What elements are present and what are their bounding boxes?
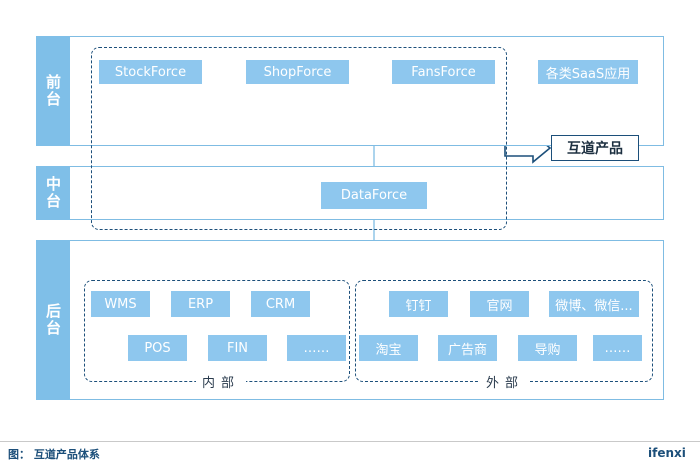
crm-box: CRM [251, 291, 310, 317]
saas-apps-box: 各类SaaS应用 [538, 60, 638, 84]
internal-group-label: 内部 [196, 372, 247, 391]
figure-caption: 图： 互道产品体系 [8, 448, 100, 461]
shopforce-box: ShopForce [246, 60, 349, 84]
erp-box: ERP [171, 291, 230, 317]
taobao-box: 淘宝 [359, 335, 418, 361]
front-layer-band [36, 36, 664, 146]
shopping-guide-box: 导购 [518, 335, 577, 361]
external-group-label: 外部 [480, 372, 531, 391]
pos-box: POS [128, 335, 187, 361]
hudao-product-callout: 互道产品 [551, 135, 639, 161]
brand-logo: ifenxi [648, 446, 686, 460]
dataforce-box: DataForce [321, 182, 427, 209]
back-layer-band [36, 240, 664, 400]
weibo-wechat-box: 微博、微信... [549, 291, 639, 317]
fin-box: FIN [208, 335, 267, 361]
dingtalk-box: 钉钉 [389, 291, 448, 317]
middle-layer-label: 中台 [36, 166, 70, 220]
official-site-box: 官网 [470, 291, 529, 317]
footer-divider [0, 441, 700, 442]
front-layer-label: 前台 [36, 36, 70, 146]
fansforce-box: FansForce [392, 60, 495, 84]
platform-dashed-group [91, 47, 507, 230]
back-layer-label: 后台 [36, 240, 70, 400]
external-more-box: …… [593, 335, 642, 361]
wms-box: WMS [91, 291, 150, 317]
advertiser-box: 广告商 [438, 335, 497, 361]
internal-more-box: …… [287, 335, 346, 361]
stockforce-box: StockForce [99, 60, 202, 84]
